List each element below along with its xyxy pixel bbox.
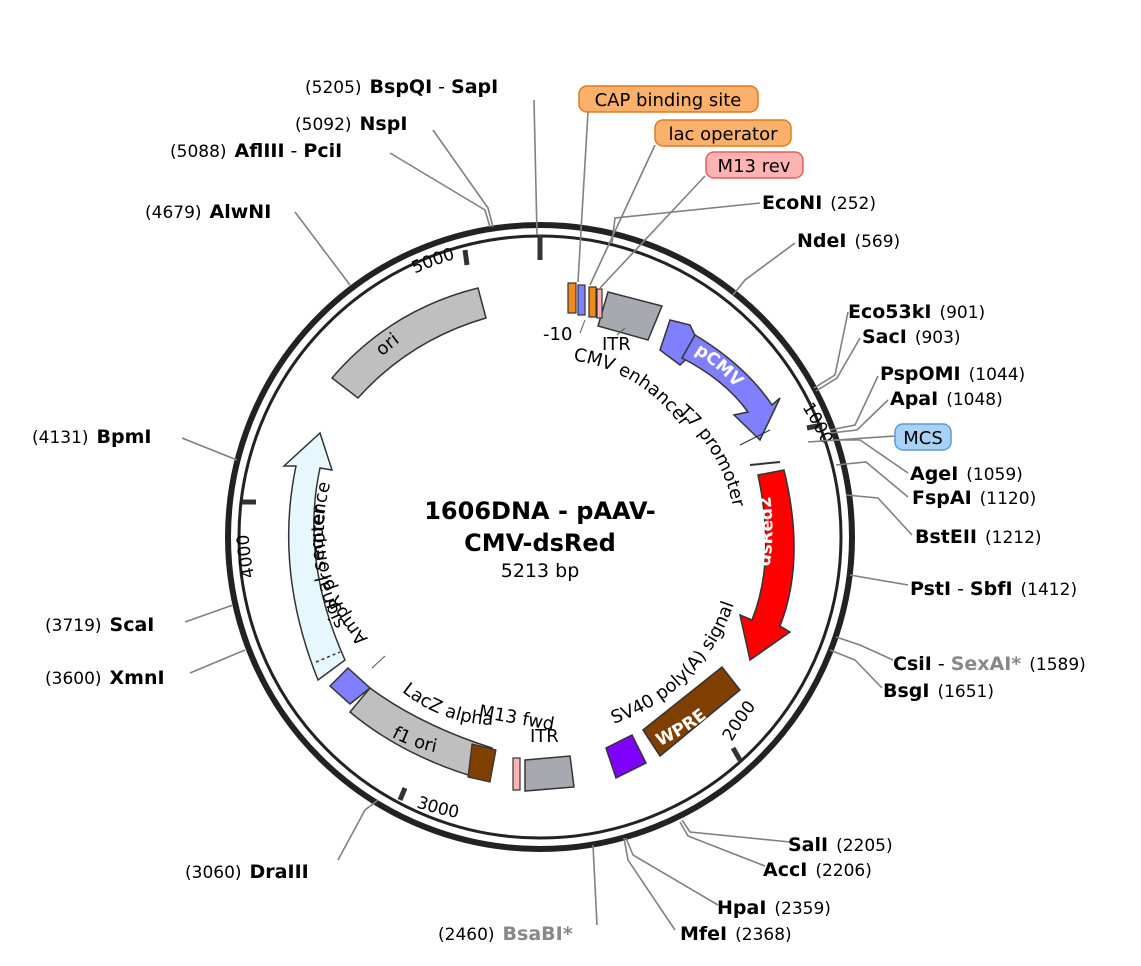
dsred2-label: dsRed2 xyxy=(755,495,778,567)
itr-top-label: ITR xyxy=(602,334,631,355)
sv40-polya-feature[interactable] xyxy=(605,733,648,780)
site-bsgi[interactable]: BsgI(1651) xyxy=(883,680,994,702)
site-xmni[interactable]: (3600)XmnI xyxy=(45,667,165,689)
plasmid-title-line2: CMV-dsRed xyxy=(464,529,616,557)
site-nspi[interactable]: (5092)NspI xyxy=(295,113,407,135)
site-sali[interactable]: SalI(2205) xyxy=(788,834,893,856)
cap-leader xyxy=(577,111,589,283)
site-csii[interactable]: CsiI-SexAI*(1589) xyxy=(893,653,1086,675)
bspqi-leader xyxy=(533,99,538,236)
site-ndei[interactable]: NdeI(569) xyxy=(797,230,900,252)
cap-binding-feature[interactable] xyxy=(567,282,577,314)
site-afliii[interactable]: (5088)AflIII-PciI xyxy=(170,140,342,162)
minus10-label: -10 xyxy=(543,324,572,345)
cap-binding-label: CAP binding site xyxy=(595,90,742,111)
mcs-label: MCS xyxy=(903,428,943,449)
itr-bottom-feature[interactable] xyxy=(524,755,575,792)
ndei-leader xyxy=(732,242,796,296)
site-agei[interactable]: AgeI(1059) xyxy=(910,463,1023,485)
m13-rev-feature[interactable] xyxy=(596,288,603,319)
scai-leader xyxy=(184,604,234,623)
site-fspai[interactable]: FspAI(1120) xyxy=(912,487,1036,509)
bsteii-leader xyxy=(845,494,913,536)
f1-ori-end-feature[interactable] xyxy=(467,743,497,783)
lac-operator-label: lac operator xyxy=(668,124,778,145)
ori-feature[interactable] xyxy=(330,287,487,400)
csii-leader xyxy=(835,636,894,661)
xmni-leader xyxy=(189,649,246,674)
acci-leader xyxy=(679,821,766,867)
t7-promoter-feature[interactable] xyxy=(739,429,771,446)
site-bspqi[interactable]: (5205)BspQI-SapI xyxy=(305,76,498,98)
lac-operator-leader xyxy=(589,144,656,286)
draiii-leader xyxy=(337,799,379,861)
pspomi-leader xyxy=(829,375,879,431)
itr-bottom-label: ITR xyxy=(530,726,559,747)
agei-leader xyxy=(832,439,909,474)
backbone-outer-ring xyxy=(225,222,855,852)
econi-leader xyxy=(611,202,761,244)
afliii-leader xyxy=(389,152,491,228)
site-psti[interactable]: PstI-SbfI(1412) xyxy=(910,578,1077,600)
tick-label-3000: 3000 xyxy=(414,793,460,823)
ampr-gene-feature[interactable] xyxy=(282,431,346,682)
alwni-leader xyxy=(294,211,351,286)
m13-rev-leader xyxy=(599,175,706,289)
fspai-leader xyxy=(835,461,909,498)
lac-operator-feature[interactable] xyxy=(588,286,597,318)
bpmi-leader xyxy=(181,437,238,461)
m13-rev-box[interactable] xyxy=(705,151,804,179)
hpai-leader xyxy=(625,837,719,906)
site-bsteii[interactable]: BstEII(1212) xyxy=(915,526,1042,548)
m13-rev-label: M13 rev xyxy=(718,156,791,177)
site-pspomi[interactable]: PspOMI(1044) xyxy=(880,363,1025,385)
minus10-feature[interactable] xyxy=(577,284,586,316)
mcs-box[interactable] xyxy=(894,423,952,451)
tick-label-2000: 2000 xyxy=(719,697,760,744)
mcs-leader xyxy=(807,435,896,443)
ampr-promoter-leader xyxy=(371,655,386,669)
bsgi-leader xyxy=(829,649,883,689)
mfei-leader xyxy=(623,837,676,931)
site-saci[interactable]: SacI(903) xyxy=(862,326,961,348)
site-eco53ki[interactable]: Eco53kI(901) xyxy=(848,301,985,323)
site-acci[interactable]: AccI(2206) xyxy=(763,859,872,881)
apai-leader xyxy=(830,399,889,434)
ampr-promoter-feature[interactable] xyxy=(328,666,372,705)
eco53ki-leader xyxy=(813,311,849,389)
cap-binding-box[interactable] xyxy=(578,85,759,113)
itr-top-feature[interactable] xyxy=(597,291,664,341)
psti-leader xyxy=(849,574,909,586)
site-scai[interactable]: (3719)ScaI xyxy=(45,614,154,636)
lac-operator-box[interactable] xyxy=(654,119,792,147)
signal-sequence-divider xyxy=(315,651,341,663)
minus10-leader xyxy=(579,319,586,334)
wpre-feature[interactable] xyxy=(641,665,742,758)
site-econi[interactable]: EcoNI(252) xyxy=(762,192,876,214)
t7-marker xyxy=(749,461,781,466)
saci-leader xyxy=(815,337,861,392)
tick-3000 xyxy=(397,787,408,801)
plasmid-length: 5213 bp xyxy=(501,560,580,582)
site-hpai[interactable]: HpaI(2359) xyxy=(717,897,831,919)
tick-2000 xyxy=(730,746,743,762)
tick-1000 xyxy=(806,422,823,431)
plasmid-title-line1: 1606DNA - pAAV- xyxy=(424,497,656,525)
sali-leader xyxy=(681,819,791,843)
pcmv-feature[interactable] xyxy=(680,333,781,442)
site-alwni[interactable]: (4679)AlwNI xyxy=(145,201,271,223)
dsred2-feature[interactable] xyxy=(738,469,795,662)
site-bsabi[interactable]: (2460)BsaBI* xyxy=(438,923,573,945)
site-bpmi[interactable]: (4131)BpmI xyxy=(32,426,151,448)
bsabi-leader xyxy=(592,844,598,926)
nspi-leader xyxy=(432,129,494,228)
tick-label-4000: 4000 xyxy=(234,534,260,580)
tick-5000 xyxy=(462,249,470,266)
site-apai[interactable]: ApaI(1048) xyxy=(890,388,1003,410)
itr-top-leader xyxy=(616,327,626,336)
site-draiii[interactable]: (3060)DraIII xyxy=(185,861,309,883)
site-mfei[interactable]: MfeI(2368) xyxy=(680,923,792,945)
m13-fwd-feature[interactable] xyxy=(512,757,521,791)
